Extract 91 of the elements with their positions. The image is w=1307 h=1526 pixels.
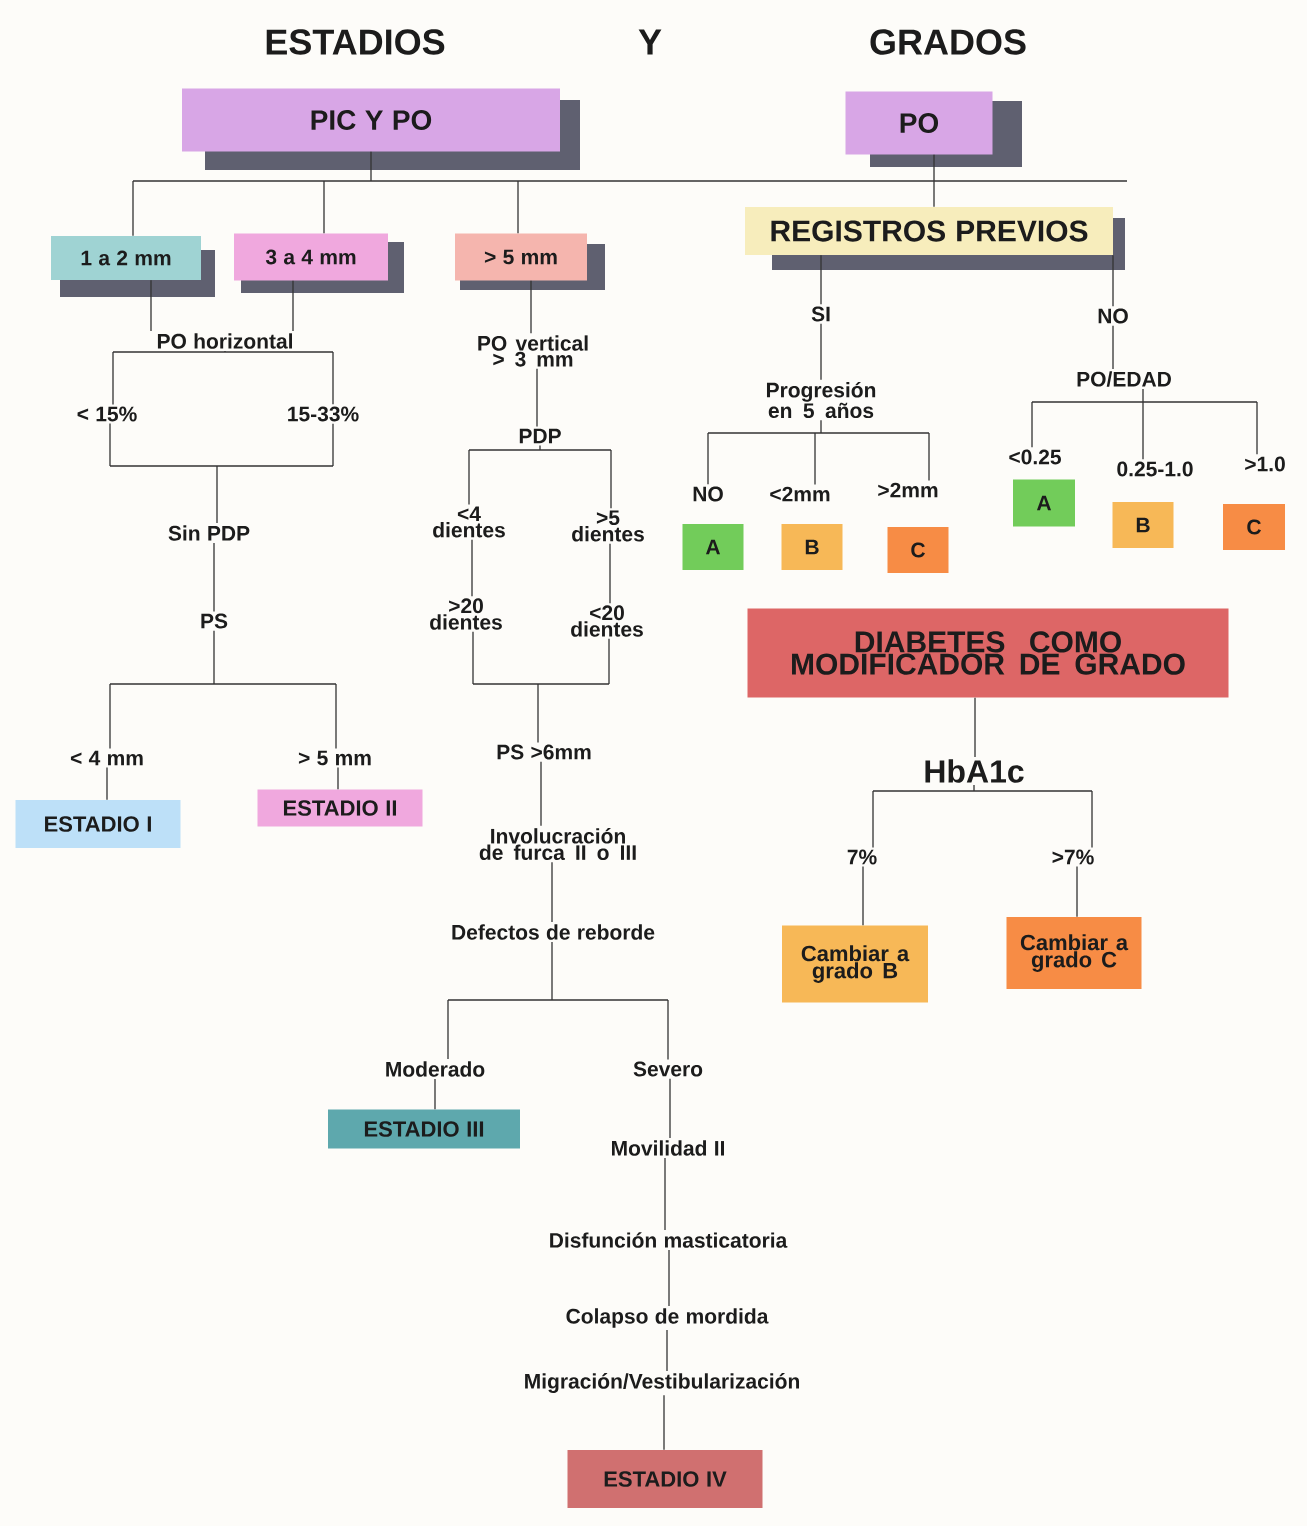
connector-line	[109, 630, 337, 750]
branch-label: Sin PDP	[168, 525, 250, 541]
branch-label: Involucración de furca II o III	[479, 828, 636, 860]
heading: Y	[638, 29, 662, 55]
connector-line	[663, 1394, 665, 1451]
branch-label: NO	[1098, 308, 1128, 324]
branch-label: >5 dientes	[572, 510, 644, 542]
grade-box: C	[1223, 504, 1285, 550]
connector-line	[468, 444, 612, 509]
branch-label: Progresión en 5 años	[767, 381, 876, 419]
connector-line	[447, 941, 669, 1061]
grade-box: A	[1013, 479, 1075, 527]
connector-line	[669, 1078, 671, 1139]
connector-line	[666, 1329, 668, 1372]
connector-line	[536, 368, 538, 428]
connector-line	[820, 254, 822, 305]
connector-line	[109, 422, 334, 524]
branch-label: Defectos de reborde	[452, 924, 655, 940]
stage-box: ESTADIO I	[15, 800, 181, 848]
stage-box: ESTADIO IV	[567, 1450, 763, 1508]
connector-line	[1112, 254, 1114, 307]
connector-line	[472, 631, 610, 744]
branch-label: <2mm	[770, 486, 830, 502]
category-box: 3 a 4 mm	[234, 233, 404, 293]
connector-line	[1076, 865, 1078, 918]
branch-label: PO horizontal	[157, 333, 292, 349]
connector-line	[974, 697, 976, 758]
branch-label: Moderado	[386, 1061, 485, 1077]
branch-label: >2mm	[878, 482, 938, 498]
branch-label: 7%	[847, 849, 877, 865]
connector-line	[862, 865, 864, 926]
grade-box: Cambiar a grado B	[782, 925, 928, 1003]
connector-line	[337, 766, 339, 790]
branch-label: >7%	[1052, 849, 1094, 865]
stage-box: ESTADIO III	[328, 1109, 520, 1149]
branch-label: Severo	[633, 1061, 703, 1077]
branch-label: PS >6mm	[497, 744, 591, 760]
connector-line	[530, 280, 532, 334]
stage-box: ESTADIO II	[257, 789, 423, 827]
connector-line	[664, 1157, 666, 1231]
branch-label: 0.25-1.0	[1117, 461, 1193, 477]
branch-label: 15-33%	[288, 406, 359, 422]
branch-label: <4 dientes	[433, 506, 505, 538]
branch-label: < 4 mm	[70, 750, 143, 766]
branch-label: HbA1c	[925, 759, 1024, 783]
category-box: 1 a 2 mm	[51, 236, 215, 297]
heading: ESTADIOS	[266, 29, 445, 55]
branch-label: <0.25	[1009, 449, 1061, 465]
connector-line	[551, 861, 553, 923]
connector-line	[609, 543, 611, 604]
category-box: > 5 mm	[455, 233, 605, 290]
connector-line	[106, 766, 108, 801]
connector-line	[213, 542, 215, 613]
connector-line	[820, 323, 822, 381]
connector-line	[150, 279, 152, 332]
connector-line	[292, 280, 294, 332]
modifier-box: DIABETES COMO MODIFICADOR DE GRADO	[747, 608, 1229, 698]
grade-box: C	[887, 527, 949, 573]
branch-label: >1.0	[1245, 456, 1285, 472]
category-box: PIC Y PO	[182, 88, 580, 170]
connector-line	[132, 151, 1128, 237]
connector-line	[1112, 325, 1114, 370]
heading: GRADOS	[870, 29, 1026, 55]
grade-box: Cambiar a grado C	[1006, 917, 1142, 989]
category-box: REGISTROS PREVIOS	[745, 207, 1125, 270]
connector-line	[471, 539, 473, 597]
branch-label: PDP	[519, 428, 561, 444]
connector-line	[434, 1078, 436, 1110]
grade-box: B	[781, 524, 843, 570]
branch-label: PO/EDAD	[1077, 371, 1171, 387]
connector-line	[112, 350, 334, 406]
branch-label: NO	[693, 486, 723, 502]
branch-label: Disfunción masticatoria	[550, 1232, 788, 1248]
branch-label: SI	[811, 306, 830, 322]
connector-line	[872, 784, 1093, 849]
branch-label: Movilidad II	[612, 1140, 725, 1156]
connector-line	[1031, 388, 1258, 460]
connector-line	[668, 1249, 670, 1307]
branch-label: > 5 mm	[298, 750, 371, 766]
category-box: PO	[845, 91, 1022, 167]
connector-line	[707, 419, 930, 486]
branch-label: >20 dientes	[430, 598, 502, 630]
branch-label: Colapso de mordida	[566, 1308, 769, 1328]
grade-box: A	[682, 524, 744, 570]
branch-label: Migración/Vestibularización	[525, 1373, 799, 1393]
branch-label: <20 dientes	[571, 605, 643, 637]
connector-line	[540, 761, 542, 827]
branch-label: < 15%	[77, 406, 137, 422]
grade-box: B	[1112, 502, 1174, 548]
branch-label: PO vertical > 3 mm	[478, 335, 588, 367]
branch-label: PS	[201, 613, 228, 629]
